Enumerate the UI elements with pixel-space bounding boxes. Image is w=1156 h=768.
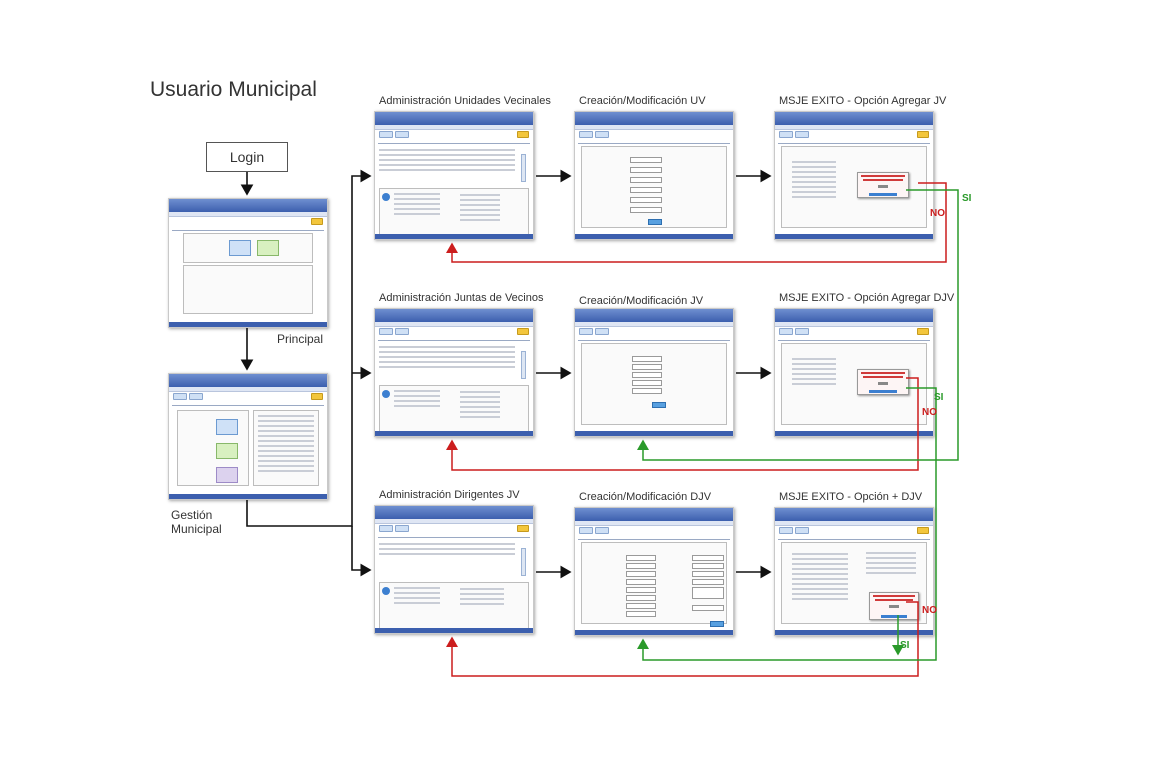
screen-exito-jv [774, 111, 934, 240]
label-crea-uv: Creación/Modificación UV [579, 95, 706, 107]
label-crea-jv: Creación/Modificación JV [579, 295, 704, 307]
no-label-row1: NO [930, 208, 945, 219]
label-exito-jv: MSJE EXITO - Opción Agregar JV [779, 95, 947, 107]
label-adm-dir: Administración Dirigentes JV [379, 489, 520, 501]
no-label-row3: NO [922, 605, 937, 616]
si-arrow-row1 [637, 189, 959, 461]
label-principal: Principal [277, 332, 324, 346]
label-gestion: Gestión Municipal [171, 508, 222, 536]
no-arrow-row1 [446, 182, 947, 263]
arrow-gestion-adm-dir [351, 526, 372, 577]
screen-exito-plus-djv [774, 507, 934, 636]
screen-principal [168, 198, 328, 328]
no-label-row2: NO [922, 407, 937, 418]
label-crea-djv: Creación/Modificación DJV [579, 491, 712, 503]
diagram-title: Usuario Municipal [150, 78, 317, 101]
screen-adm-dirigentes [374, 505, 534, 634]
login-node: Login [206, 142, 288, 172]
label-exito-plus: MSJE EXITO - Opción + DJV [779, 491, 923, 503]
screen-exito-djv [774, 308, 934, 437]
arrow-gestion-adm-uv [246, 169, 372, 527]
si-label-row2: SI [934, 392, 944, 403]
screen-gestion-municipal [168, 373, 328, 500]
si-arrow-row2 [637, 387, 937, 661]
screen-adm-unidades-vecinales [374, 111, 534, 240]
no-arrow-row3 [446, 601, 919, 677]
label-adm-uv: Administración Unidades Vecinales [379, 95, 551, 107]
screen-crea-uv [574, 111, 734, 240]
no-arrow-row2 [446, 377, 919, 471]
label-adm-jv: Administración Juntas de Vecinos [379, 292, 544, 304]
screen-adm-juntas-vecinos [374, 308, 534, 437]
screen-crea-jv [574, 308, 734, 437]
screen-crea-djv [574, 507, 734, 636]
label-exito-djv: MSJE EXITO - Opción Agregar DJV [779, 292, 955, 304]
si-label-row3: SI [900, 640, 910, 651]
si-label-row1: SI [962, 193, 972, 204]
